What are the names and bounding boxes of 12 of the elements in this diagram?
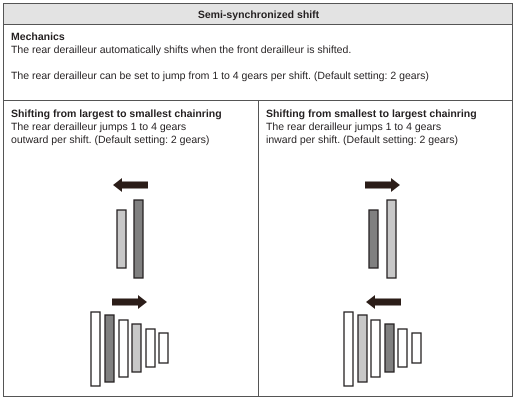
panel-heading: Shifting from smallest to largest chainring — [266, 108, 478, 121]
table-cell — [3, 24, 513, 101]
description-text: The rear derailleur jumps 1 to 4 gears inward per shift. (Default setting: 2 gears) — [266, 121, 460, 147]
header-cell — [3, 3, 513, 25]
description-text: The rear derailleur automatically shifts when the front derailleur is shifted. — [11, 44, 352, 57]
section-heading: Mechanics — [11, 31, 66, 44]
description-text: The rear derailleur jumps 1 to 4 gears outward per shift. (Default setting: 2 gears) — [11, 121, 210, 147]
header-title: Semi-synchronized shift — [196, 9, 320, 22]
description-text: The rear derailleur can be set to jump from 1 to 4 gears per shift. (Default setting: 2 gears) — [11, 70, 430, 83]
table-cell — [258, 100, 513, 397]
table-cell — [3, 100, 259, 397]
panel-heading: Shifting from largest to smallest chainring — [11, 108, 223, 121]
